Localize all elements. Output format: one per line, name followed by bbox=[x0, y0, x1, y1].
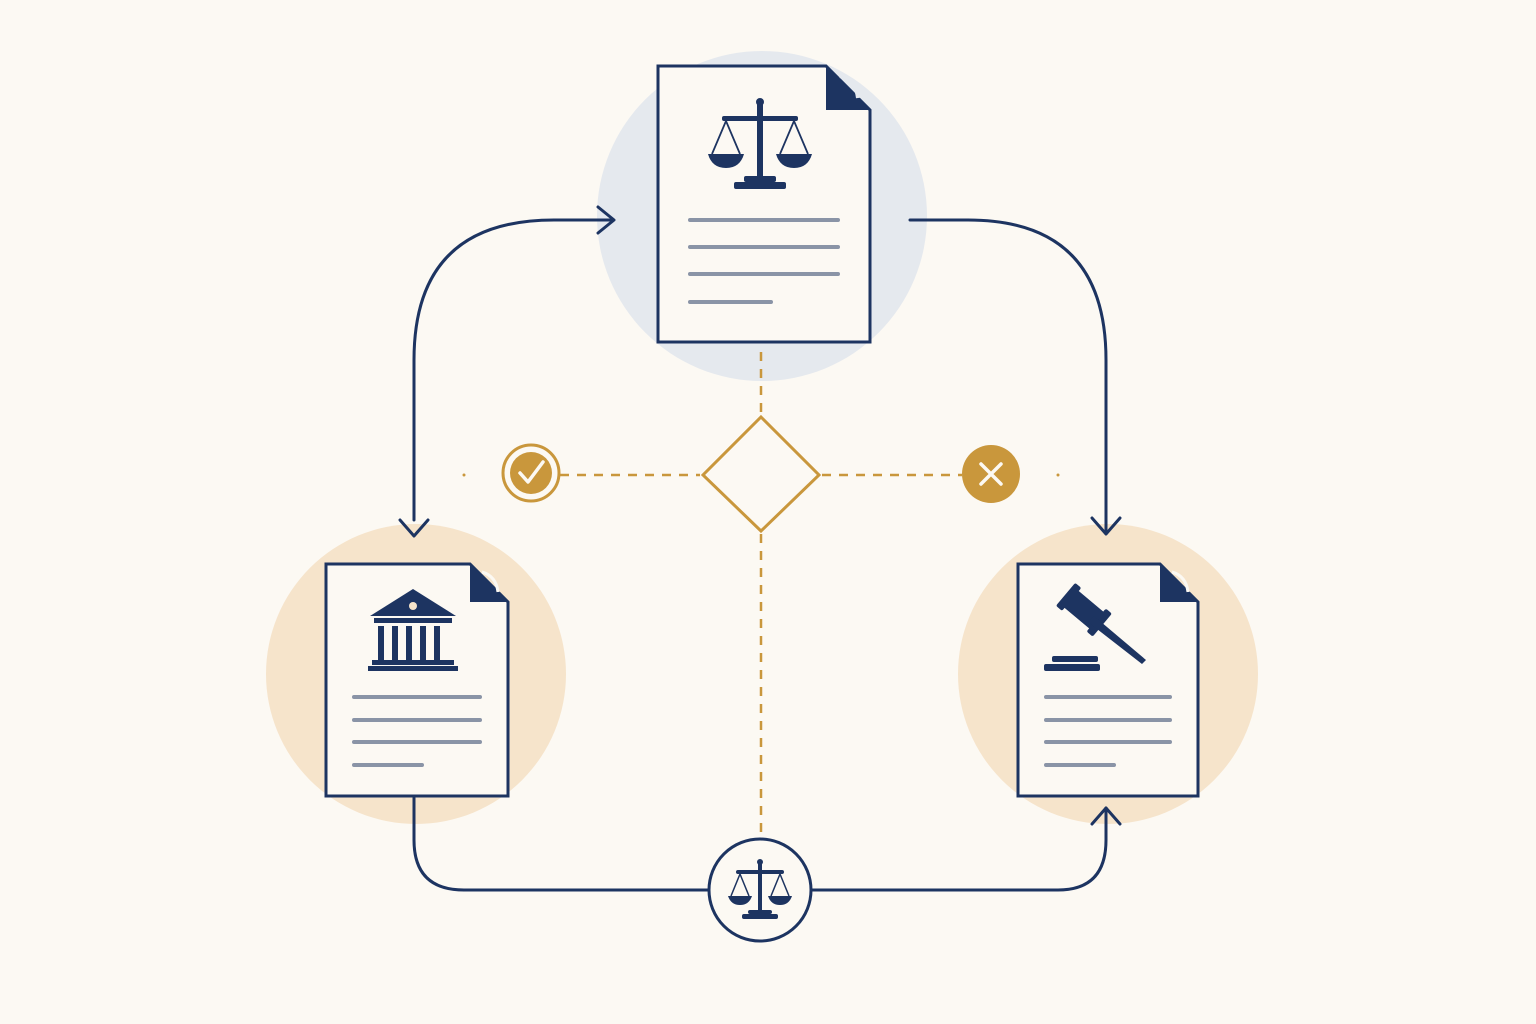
right-document bbox=[1016, 562, 1200, 798]
x-icon bbox=[979, 462, 1003, 486]
dashed-connectors bbox=[560, 352, 962, 836]
courthouse-icon bbox=[368, 589, 458, 671]
top-document bbox=[656, 64, 872, 344]
folded-corner bbox=[470, 564, 508, 602]
arrowhead-into-left bbox=[398, 518, 430, 538]
solid-arrows bbox=[398, 205, 1122, 892]
folded-corner bbox=[1160, 564, 1198, 602]
document-text-lines bbox=[352, 695, 482, 767]
bottom-node bbox=[707, 837, 813, 943]
folded-corner bbox=[826, 66, 870, 110]
arrow-left-to-bottom bbox=[412, 796, 712, 892]
arrowhead-into-right-bottom bbox=[1090, 806, 1122, 826]
scales-of-justice-icon bbox=[708, 98, 812, 189]
no-outcome bbox=[962, 445, 1020, 503]
arrow-bottom-to-right bbox=[810, 806, 1108, 892]
yes-outcome bbox=[501, 443, 561, 503]
dot-left bbox=[462, 473, 466, 477]
gavel-icon bbox=[1044, 583, 1146, 671]
decision-diamond bbox=[700, 414, 822, 534]
document-text-lines bbox=[688, 218, 840, 304]
scales-of-justice-icon bbox=[728, 859, 792, 919]
arrowhead-into-top bbox=[596, 205, 616, 235]
arrowhead-into-right bbox=[1090, 516, 1122, 536]
arrow-left-to-top bbox=[412, 218, 614, 522]
checkmark-icon bbox=[518, 460, 545, 484]
document-text-lines bbox=[1044, 695, 1172, 767]
left-document bbox=[324, 562, 510, 798]
arrow-top-to-right bbox=[908, 218, 1108, 534]
dot-right bbox=[1056, 473, 1060, 477]
